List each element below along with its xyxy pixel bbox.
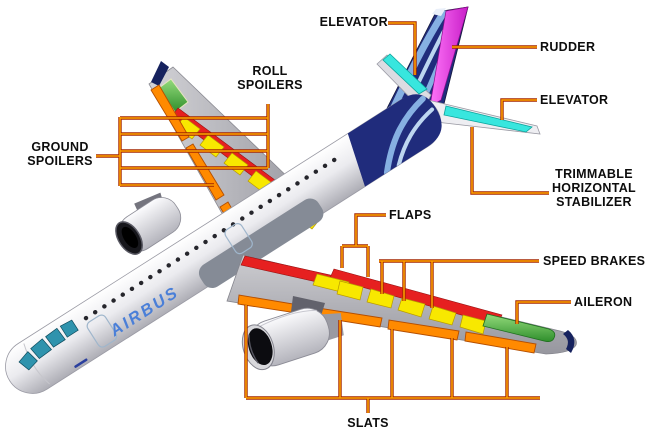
cockpit-windows bbox=[18, 319, 79, 371]
wingtip-fence-right bbox=[563, 330, 575, 353]
wingtip-fence-left bbox=[151, 61, 169, 86]
label-elevator-left: ELEVATOR bbox=[319, 15, 388, 29]
leader-flaps bbox=[340, 213, 388, 279]
leader-speed-brakes bbox=[377, 259, 541, 310]
label-speed-brakes: SPEED BRAKES bbox=[543, 254, 646, 268]
leader-aileron bbox=[515, 300, 573, 326]
mid-door bbox=[224, 223, 253, 255]
label-slats: SLATS bbox=[347, 416, 389, 430]
label-ground-spoilers: GROUND SPOILERS bbox=[27, 140, 93, 168]
stabilizer-right bbox=[427, 99, 541, 135]
front-door bbox=[86, 314, 118, 348]
speed-brakes-right bbox=[312, 273, 487, 335]
label-elevator-right: ELEVATOR bbox=[540, 93, 609, 107]
slats-right bbox=[237, 294, 537, 354]
label-aileron: AILERON bbox=[574, 295, 633, 309]
leader-trimmable-horizontal-stabilizer bbox=[470, 125, 551, 195]
elevator-left-surface bbox=[382, 53, 428, 95]
label-trimmable-horizontal-stabilizer: TRIMMABLE HORIZONTAL STABILIZER bbox=[551, 167, 636, 209]
label-flaps: FLAPS bbox=[389, 208, 432, 222]
belly-fairing bbox=[198, 198, 324, 289]
right-wing bbox=[226, 254, 577, 355]
label-rudder: RUDDER bbox=[540, 40, 596, 54]
rudder-surface bbox=[429, 6, 469, 107]
passenger-windows bbox=[83, 154, 342, 321]
engine-right bbox=[241, 296, 344, 371]
engine-left bbox=[115, 192, 182, 255]
aileron-right bbox=[482, 313, 556, 342]
label-roll-spoilers: ROLL SPOILERS bbox=[237, 64, 303, 92]
tail-livery-swirls bbox=[383, 95, 435, 176]
leader-elevator-right bbox=[500, 98, 539, 122]
